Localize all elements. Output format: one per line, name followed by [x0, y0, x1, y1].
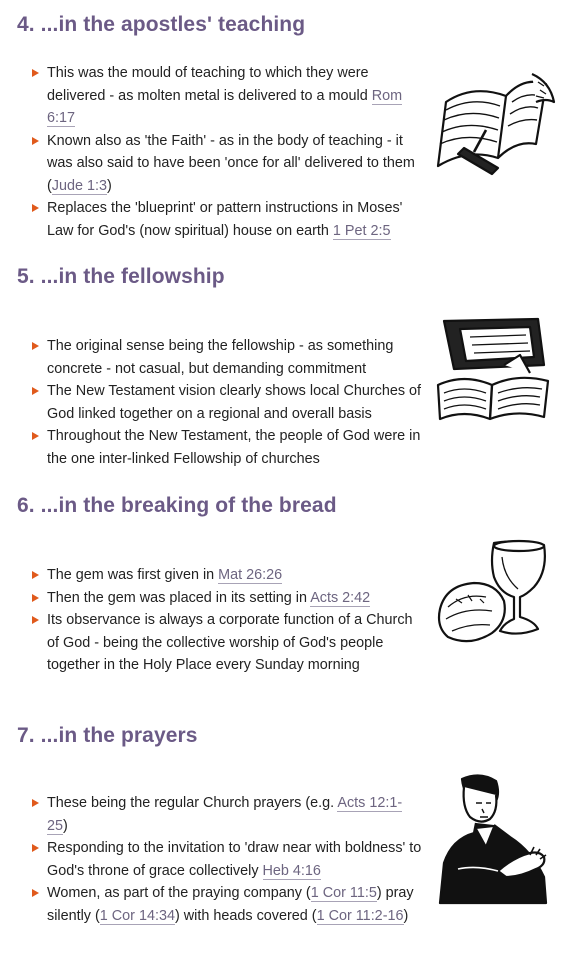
item-text: Then the gem was placed in its setting i… [47, 589, 311, 606]
praying-man-illustration [438, 774, 548, 905]
list-item: Then the gem was placed in its setting i… [30, 587, 422, 610]
bullet-arrow-icon [32, 571, 39, 579]
scripture-reference-link[interactable]: Acts 12:1-25 [47, 795, 403, 835]
item-text: Its observance is always a corporate fun… [47, 612, 413, 673]
scripture-reference-link[interactable]: Acts 2:42 [310, 589, 371, 607]
bullet-arrow-icon [32, 593, 39, 602]
scripture-reference-link[interactable]: 1 Pet 2:5 [332, 222, 391, 240]
item-text: Women, as part of the praying company ( [47, 885, 311, 901]
item-text: Replaces the 'blueprint' or pattern inst… [47, 200, 403, 239]
bullet-arrow-icon [32, 432, 39, 440]
list-item: The New Testament vision clearly shows l… [30, 380, 422, 425]
section-heading: 7. ...in the prayers [17, 724, 198, 747]
section-prayers: 7. ...in the prayers These being the reg… [0, 715, 577, 961]
list-item: The original sense being the fellowship … [30, 335, 422, 380]
section-heading: 6. ...in the breaking of the bread [17, 494, 337, 517]
bullet-arrow-icon [32, 799, 39, 807]
list-item: Throughout the New Testament, the people… [30, 425, 422, 470]
scripture-reference-link[interactable]: 1 Cor 11:2-16 [316, 907, 404, 925]
list-item: These being the regular Church prayers (… [30, 792, 422, 837]
item-text: ) with heads covered ( [174, 907, 317, 924]
bullet-arrow-icon [32, 136, 39, 145]
list-item: This was the mould of teaching to which … [30, 62, 422, 130]
item-text: The gem was first given in [47, 567, 219, 583]
bullet-arrow-icon [32, 889, 39, 897]
scripture-reference-link[interactable]: Jude 1:3 [51, 177, 108, 195]
list-item: Known also as 'the Faith' - as in the bo… [30, 130, 422, 198]
bullet-arrow-icon [32, 342, 39, 350]
section-heading: 4. ...in the apostles' teaching [17, 13, 306, 36]
bullet-arrow-icon [32, 387, 39, 395]
item-text: ) pray silently ( [47, 885, 414, 924]
section-breaking-of-bread: 6. ...in the breaking of the bread The g… [0, 475, 577, 715]
list-item: Responding to the invitation to 'draw ne… [30, 837, 422, 882]
list-item: Women, as part of the praying company (1… [30, 882, 422, 927]
list-item: Replaces the 'blueprint' or pattern inst… [30, 197, 422, 242]
bullet-list: These being the regular Church prayers (… [30, 792, 422, 927]
item-text: ) [403, 907, 409, 924]
item-text: Known also as 'the Faith' - as in the bo… [47, 132, 415, 194]
item-text: The original sense being the fellowship … [47, 338, 394, 377]
open-books-and-scroll-illustration [436, 72, 556, 176]
bullet-arrow-icon [32, 69, 39, 77]
bullet-arrow-icon [32, 844, 39, 852]
bullet-list: The original sense being the fellowship … [30, 335, 422, 470]
section-heading: 5. ...in the fellowship [17, 265, 225, 288]
scripture-reference-link[interactable]: Heb 4:16 [262, 862, 321, 880]
scripture-reference-link[interactable]: 1 Cor 11:5 [310, 885, 377, 902]
item-text: ) [63, 817, 68, 834]
scripture-reference-link[interactable]: Rom 6:17 [47, 87, 403, 127]
item-text: These being the regular Church prayers (… [47, 795, 338, 811]
item-text: Throughout the New Testament, the people… [47, 428, 421, 467]
section-fellowship: 5. ...in the fellowship The original sen… [0, 245, 577, 475]
bullet-list: This was the mould of teaching to which … [30, 62, 422, 242]
bullet-arrow-icon [32, 616, 39, 624]
scripture-reference-link[interactable]: 1 Cor 14:34 [99, 907, 175, 925]
list-item: Its observance is always a corporate fun… [30, 609, 422, 677]
books-and-papers-illustration [436, 317, 550, 421]
scripture-reference-link[interactable]: Mat 26:26 [218, 567, 283, 584]
bullet-arrow-icon [32, 204, 39, 212]
item-text: This was the mould of teaching to which … [47, 65, 372, 104]
item-text: The New Testament vision clearly shows l… [47, 383, 422, 422]
section-apostles-teaching: 4. ...in the apostles' teaching This was… [0, 0, 577, 245]
list-item: The gem was first given in Mat 26:26 [30, 564, 422, 587]
item-text: Responding to the invitation to 'draw ne… [47, 840, 422, 879]
bread-and-cup-illustration [437, 539, 546, 643]
item-text: ) [107, 177, 112, 194]
